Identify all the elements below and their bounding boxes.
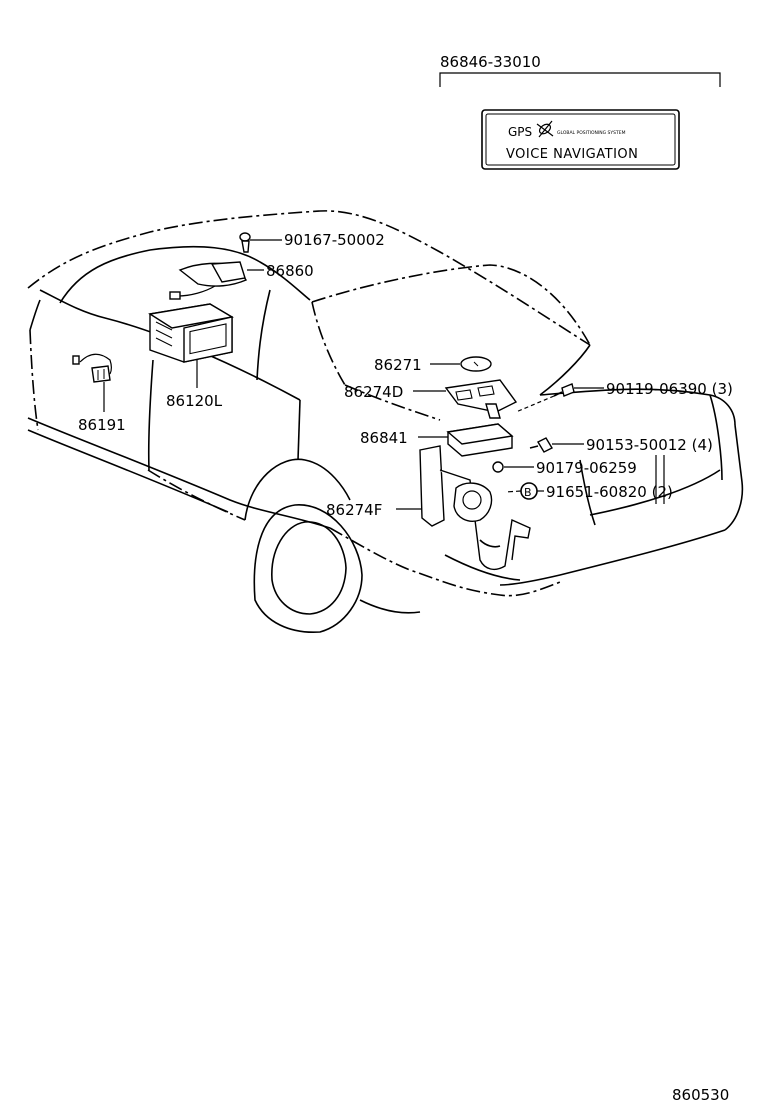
label-plate-inner — [485, 113, 676, 166]
gps-antenna-icon — [169, 261, 248, 300]
car-body-outline — [27, 210, 744, 633]
voice-navigation-text: VOICE NAVIGATION — [506, 147, 638, 162]
callout-86274F: 86274F — [326, 501, 382, 519]
bolt-90119-icon — [553, 383, 575, 397]
callout-86120L: 86120L — [166, 392, 223, 410]
navigation-ecu-icon — [446, 423, 514, 457]
label-plate-outer — [481, 109, 680, 170]
callout-90153-50012: 90153-50012 (4) — [586, 436, 713, 454]
callout-86274D: 86274D — [344, 383, 403, 401]
gps-description: GLOBAL POSITIONING SYSTEM — [557, 130, 626, 136]
satellite-icon — [536, 120, 554, 138]
header-part-callout: 86846-33010 — [439, 53, 721, 87]
callout-group-lines — [655, 455, 665, 504]
marker-b-letter: B — [524, 486, 532, 499]
callout-90167-50002: 90167-50002 — [284, 231, 385, 249]
callout-86271: 86271 — [374, 356, 422, 374]
gps-text: GPS — [508, 125, 532, 139]
screw-90153-icon — [529, 437, 553, 453]
speaker-bracket-86274F-icon — [419, 445, 531, 571]
pad-mark — [473, 361, 479, 367]
navigation-unit-icon — [148, 303, 234, 363]
callout-86841: 86841 — [360, 429, 408, 447]
callout-90179-06259: 90179-06259 — [536, 459, 637, 477]
callout-90119-06390: 90119-06390 (3) — [606, 380, 733, 398]
wire-harness-icon — [72, 353, 113, 383]
callout-91651-60820: 91651-60820 (2) — [546, 483, 673, 501]
bracket-86274D-icon — [444, 379, 518, 419]
diagram-number: 860530 — [672, 1086, 729, 1104]
nut-90179-icon — [492, 461, 504, 473]
header-part-number: 86846-33010 — [440, 53, 541, 71]
callout-86191: 86191 — [78, 416, 126, 434]
gps-label-plate: GPS GLOBAL POSITIONING SYSTEM VOICE NAVI… — [481, 109, 680, 170]
callout-86860: 86860 — [266, 262, 314, 280]
header-bracket — [439, 72, 721, 87]
screw-90167-icon — [239, 232, 251, 253]
